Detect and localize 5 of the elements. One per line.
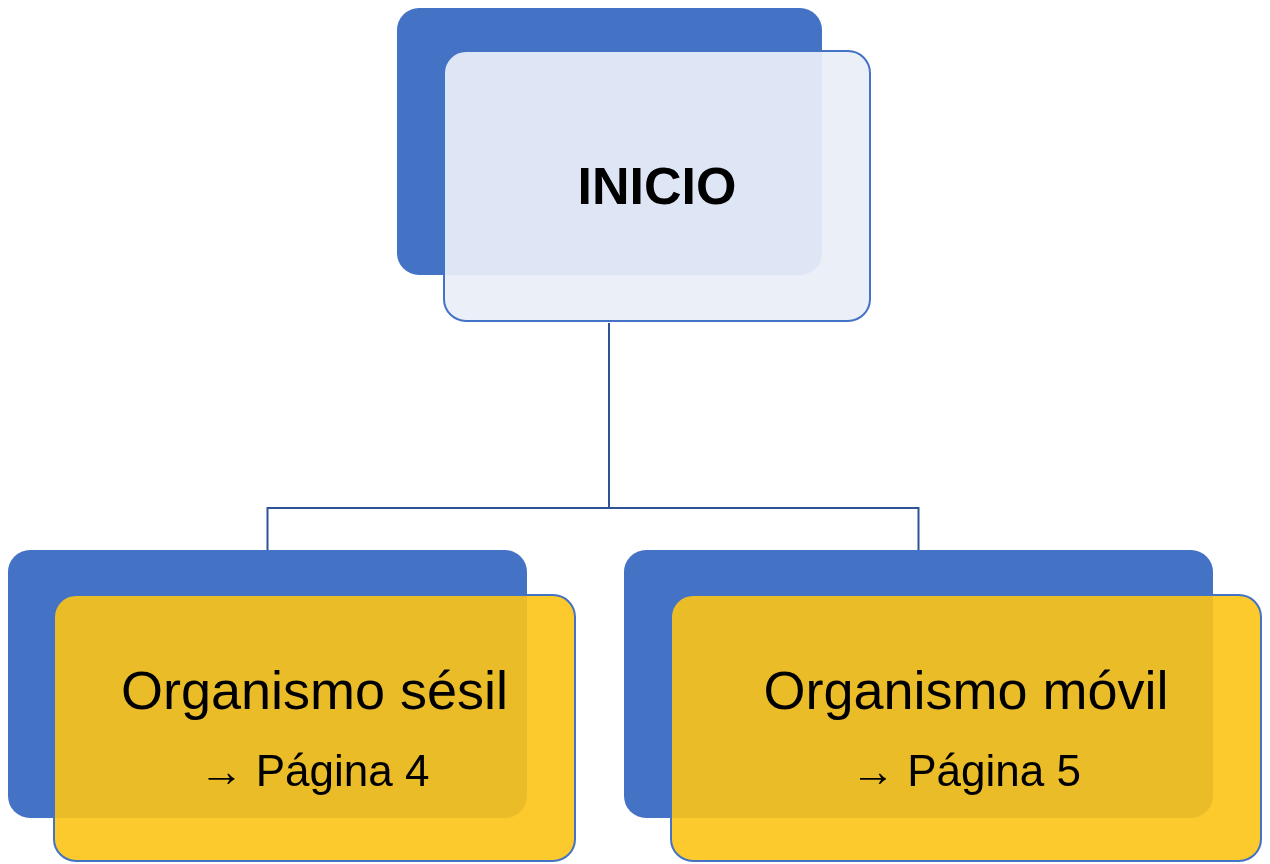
- node-title: INICIO: [577, 156, 737, 216]
- page-reference: → Página 5: [851, 745, 1081, 797]
- page-reference: → Página 4: [199, 745, 430, 797]
- node-title: Organismo sésil: [120, 659, 509, 723]
- node-title: Organismo móvil: [763, 659, 1169, 723]
